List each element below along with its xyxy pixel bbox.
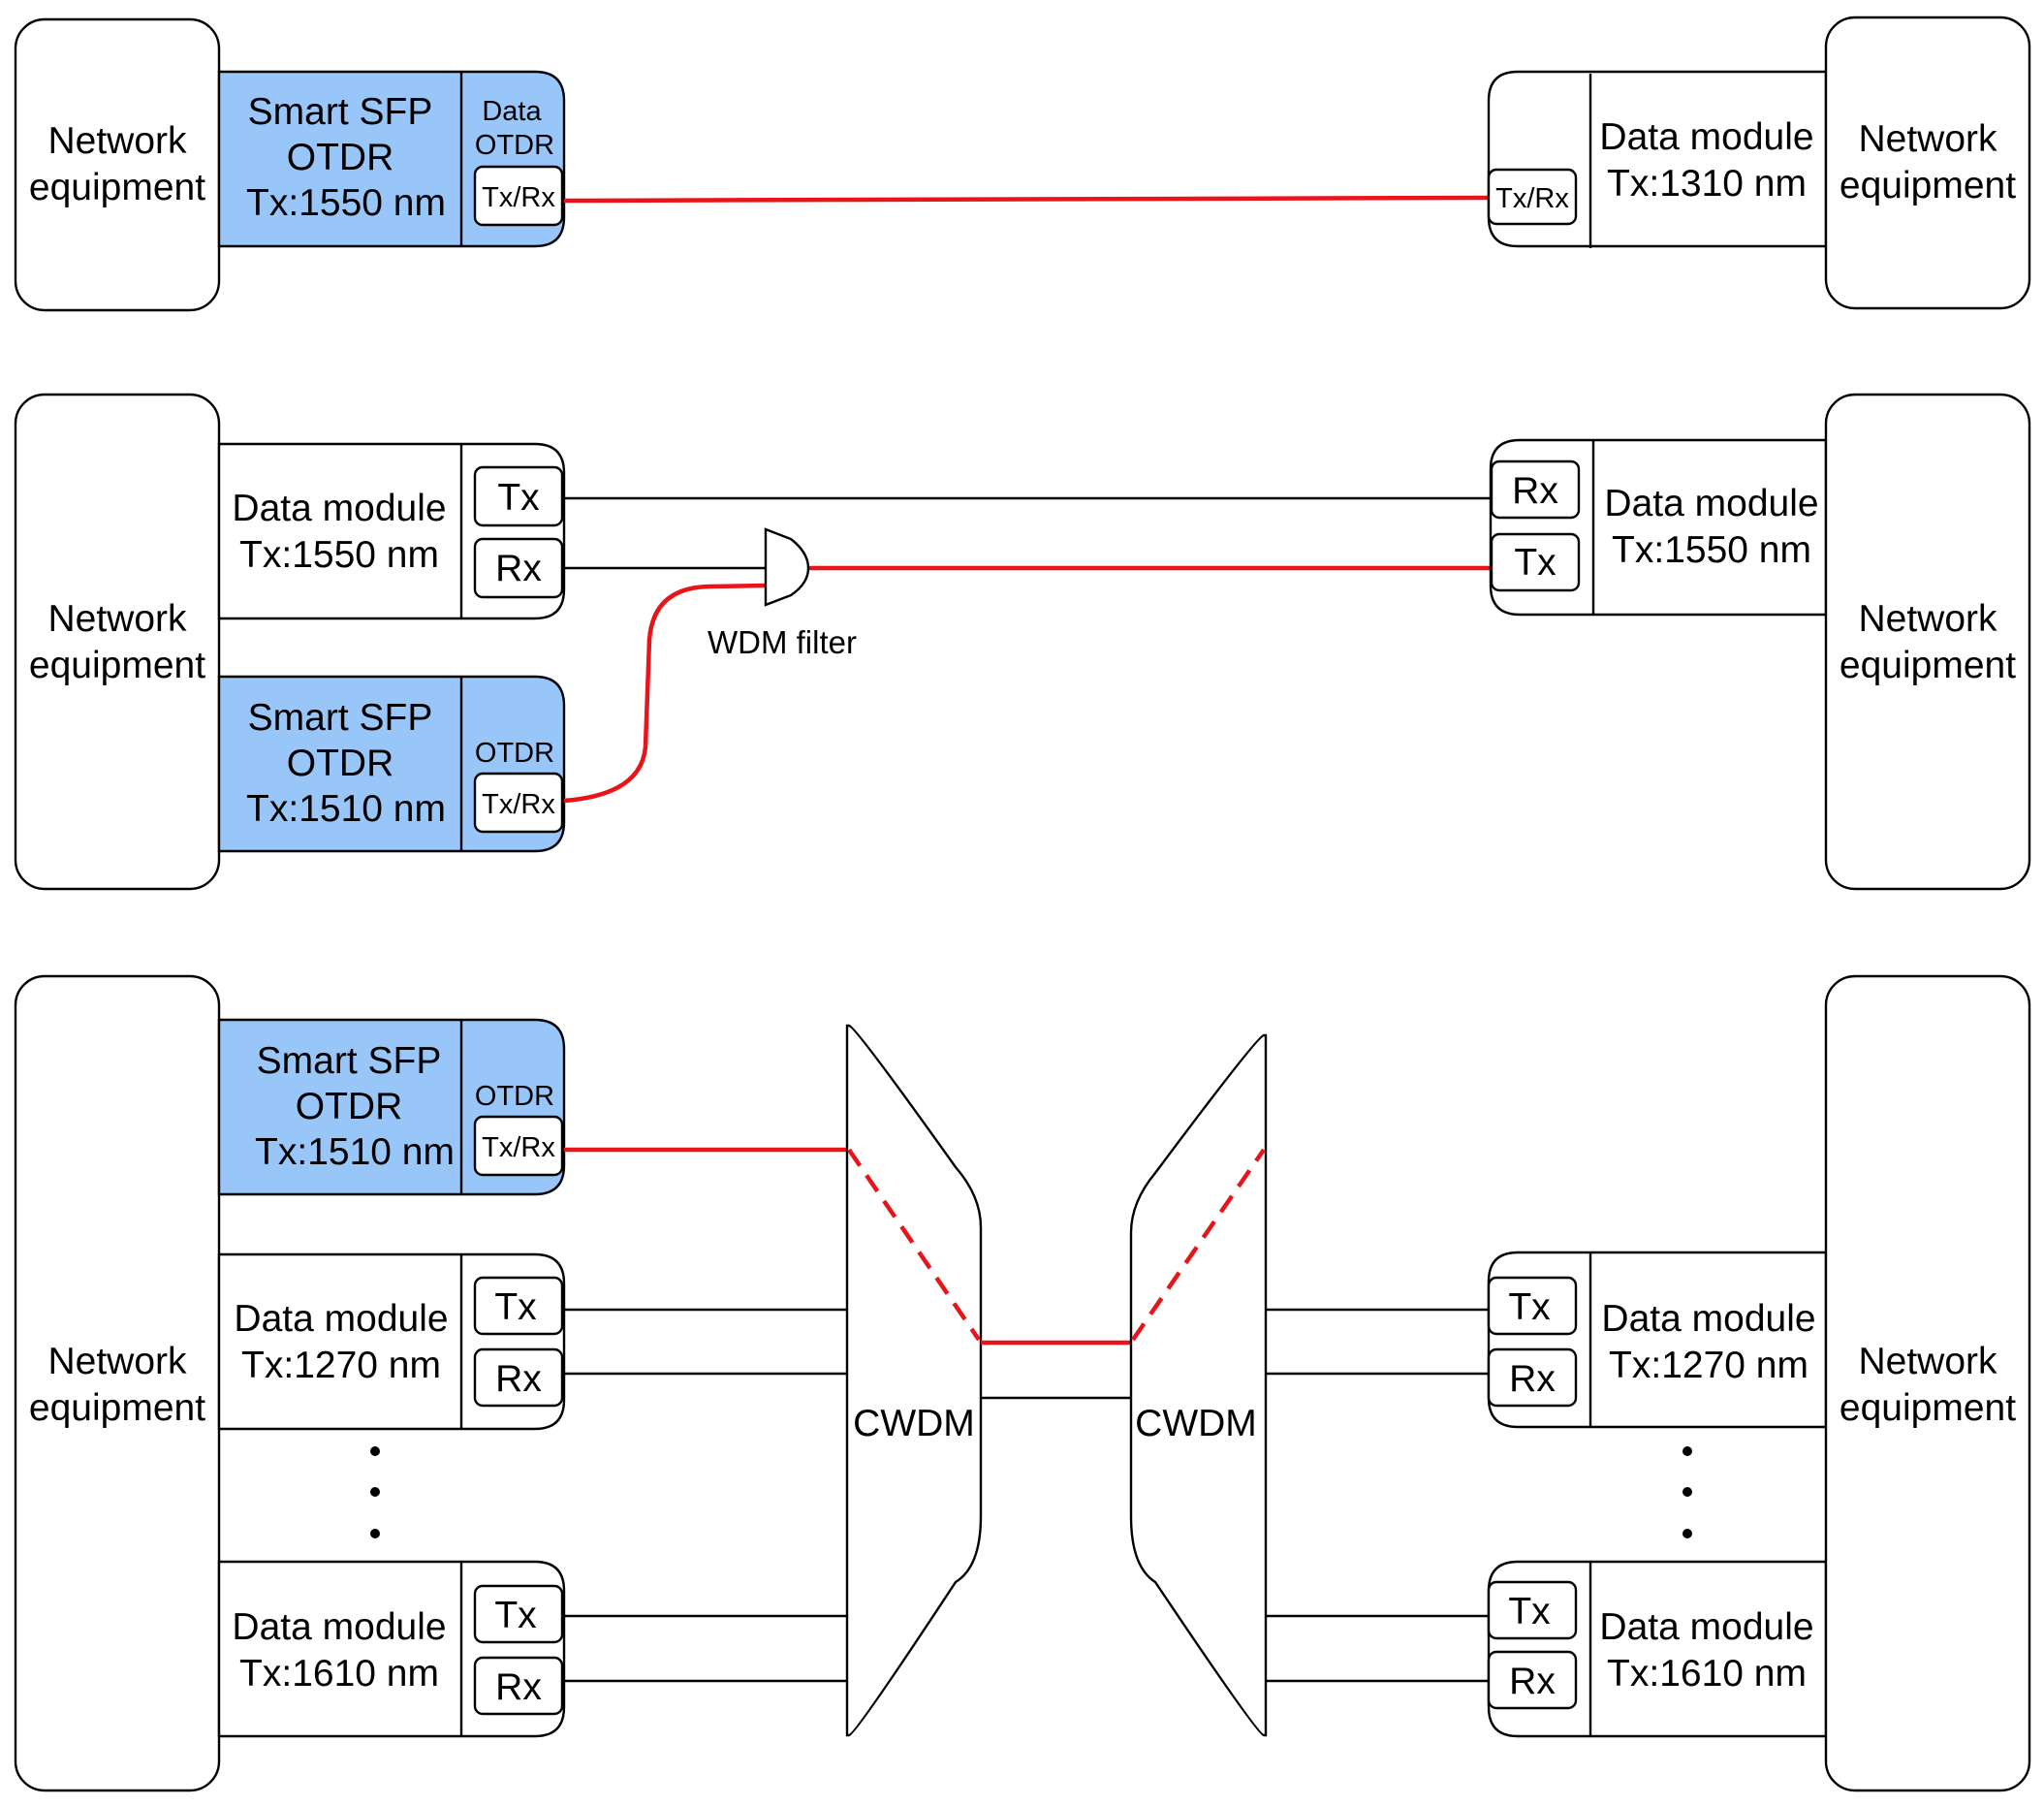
otdr-fiber-link bbox=[563, 195, 1490, 204]
txrx-port bbox=[473, 165, 564, 227]
tx-port bbox=[1487, 1580, 1578, 1640]
network-equipment-left-3 bbox=[14, 974, 221, 1792]
txrx-port bbox=[473, 772, 564, 834]
module-wavelength: Tx:1510 nm bbox=[246, 788, 446, 830]
module-subtitle: OTDR bbox=[287, 743, 394, 784]
wdm-filter-label: WDM filter bbox=[708, 624, 857, 660]
cwdm-label: CWDM bbox=[1135, 1403, 1257, 1444]
network-equipment-label: Network bbox=[47, 1341, 187, 1382]
module-wavelength: Tx:1270 nm bbox=[241, 1345, 441, 1386]
network-equipment-label: equipment bbox=[1840, 165, 2016, 206]
port-label: Tx/Rx bbox=[482, 1132, 555, 1163]
ellipsis-dot bbox=[370, 1487, 380, 1497]
port-group-label: OTDR bbox=[475, 738, 554, 769]
module-title: Smart SFP bbox=[248, 697, 433, 739]
network-equipment-right-1 bbox=[1824, 16, 2031, 310]
port-label: Tx/Rx bbox=[482, 789, 555, 820]
network-equipment-label: equipment bbox=[29, 645, 205, 686]
ellipsis-dot bbox=[1682, 1529, 1692, 1538]
network-equipment-left-2 bbox=[14, 393, 221, 891]
port-group-label: Data bbox=[482, 96, 542, 127]
port-label: Tx bbox=[494, 1286, 537, 1328]
tx-port bbox=[1487, 1276, 1578, 1336]
module-subtitle: OTDR bbox=[296, 1086, 403, 1127]
txrx-port bbox=[1487, 168, 1578, 226]
port-label: Rx bbox=[495, 548, 542, 589]
module-subtitle: OTDR bbox=[287, 137, 394, 178]
network-equipment-right-2 bbox=[1824, 393, 2031, 891]
cwdm-label: CWDM bbox=[853, 1403, 975, 1444]
port-label: Rx bbox=[1512, 470, 1558, 512]
otdr-path-in-mux bbox=[847, 1148, 981, 1342]
rx-port bbox=[473, 1656, 564, 1716]
port-label: Rx bbox=[495, 1358, 542, 1400]
module-title: Data module bbox=[232, 1606, 446, 1648]
module-title: Data module bbox=[234, 1298, 448, 1340]
network-equipment-left-1 bbox=[14, 17, 221, 312]
tx-port bbox=[473, 1276, 564, 1336]
module-wavelength: Tx:1550 nm bbox=[246, 182, 446, 224]
tx-port bbox=[473, 465, 564, 527]
ellipsis-dot bbox=[370, 1446, 380, 1456]
network-equipment-label: equipment bbox=[1840, 1387, 2016, 1429]
port-group-label: OTDR bbox=[475, 130, 554, 161]
scenario-1: Network equipment Smart SFP OTDR Tx:1550… bbox=[14, 16, 2031, 312]
module-title: Data module bbox=[1599, 116, 1813, 158]
port-label: Tx bbox=[494, 1595, 537, 1636]
rx-port bbox=[473, 537, 564, 599]
scenario-2: Network equipment Data module Tx:1550 nm… bbox=[14, 393, 2031, 891]
module-wavelength: Tx:1610 nm bbox=[1607, 1653, 1807, 1695]
rx-port bbox=[473, 1347, 564, 1408]
network-equipment-label: Network bbox=[1858, 118, 1997, 160]
port-label: Tx bbox=[1508, 1591, 1551, 1632]
module-title: Smart SFP bbox=[248, 91, 433, 133]
rx-port bbox=[1490, 459, 1581, 520]
network-equipment-label: equipment bbox=[29, 1387, 205, 1429]
module-title: Data module bbox=[1604, 483, 1818, 524]
module-title: Data module bbox=[232, 488, 446, 529]
port-group-label: OTDR bbox=[475, 1081, 554, 1112]
ellipsis-dot bbox=[370, 1529, 380, 1538]
port-label: Tx bbox=[1514, 542, 1557, 584]
network-equipment-right-3 bbox=[1824, 974, 2031, 1792]
network-equipment-label: equipment bbox=[29, 167, 205, 208]
rx-port bbox=[1487, 1650, 1578, 1710]
module-wavelength: Tx:1610 nm bbox=[239, 1653, 439, 1695]
tx-port bbox=[473, 1584, 564, 1644]
network-equipment-label: Network bbox=[47, 598, 187, 640]
module-title: Smart SFP bbox=[257, 1040, 442, 1082]
txrx-port bbox=[473, 1115, 564, 1177]
port-label: Rx bbox=[1509, 1661, 1556, 1702]
network-equipment-label: Network bbox=[1858, 1341, 1997, 1382]
module-wavelength: Tx:1310 nm bbox=[1607, 163, 1807, 205]
port-label: Tx bbox=[497, 477, 540, 519]
module-title: Data module bbox=[1599, 1606, 1813, 1648]
module-title: Data module bbox=[1601, 1298, 1815, 1340]
rx-port bbox=[1487, 1347, 1578, 1408]
ellipsis-dot bbox=[1682, 1446, 1692, 1456]
port-label: Rx bbox=[1509, 1358, 1556, 1400]
module-wavelength: Tx:1550 nm bbox=[1612, 529, 1811, 571]
module-wavelength: Tx:1550 nm bbox=[239, 534, 439, 576]
module-wavelength: Tx:1270 nm bbox=[1609, 1345, 1808, 1386]
scenario-3: Network equipment Smart SFP OTDR Tx:1510… bbox=[14, 974, 2031, 1792]
network-equipment-label: equipment bbox=[1840, 645, 2016, 686]
port-label: Tx bbox=[1508, 1286, 1551, 1328]
wdm-filter bbox=[764, 527, 810, 607]
network-equipment-label: Network bbox=[47, 120, 187, 162]
otdr-fiber-link bbox=[563, 583, 767, 804]
otdr-path-in-mux bbox=[1131, 1148, 1266, 1342]
cwdm-mux-left bbox=[845, 1024, 983, 1737]
module-wavelength: Tx:1510 nm bbox=[255, 1131, 455, 1173]
network-equipment-label: Network bbox=[1858, 598, 1997, 640]
port-label: Rx bbox=[495, 1666, 542, 1708]
tx-port bbox=[1490, 532, 1581, 592]
cwdm-mux-right bbox=[1129, 1033, 1268, 1737]
ellipsis-dot bbox=[1682, 1487, 1692, 1497]
port-label: Tx/Rx bbox=[1495, 183, 1569, 214]
port-label: Tx/Rx bbox=[482, 182, 555, 213]
